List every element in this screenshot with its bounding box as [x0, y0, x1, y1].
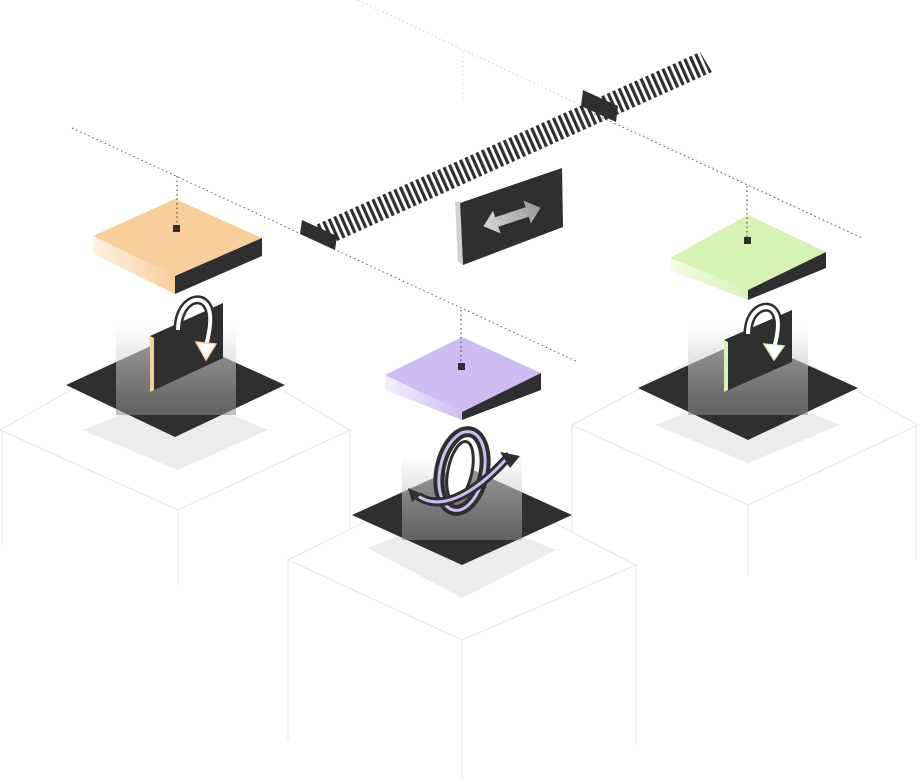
tile-purple-anchor: [458, 363, 465, 370]
tile-purple-side: [385, 375, 462, 420]
rotate-y-icon: [173, 295, 218, 362]
beam-end-block-left: [300, 220, 337, 250]
stack-left: [66, 176, 285, 470]
stack-center: [352, 310, 572, 598]
tile-purple-top: [385, 337, 541, 412]
tile-orange-anchor: [173, 225, 180, 232]
double-arrow-icon: [483, 200, 541, 234]
tile-green-side: [670, 258, 748, 300]
stack-right: [638, 186, 858, 463]
rotate-y-icon: [743, 302, 786, 362]
connector-panel: [455, 168, 563, 265]
tile-orange-top: [93, 199, 262, 276]
tile-green-anchor: [744, 237, 751, 244]
beam-end-block-right: [581, 90, 618, 122]
guide-lines: [71, 0, 863, 363]
connector-beam: [300, 52, 712, 250]
tile-green-top: [670, 215, 826, 290]
tile-orange-side: [93, 236, 175, 294]
rotate-3d-icon: [408, 426, 520, 516]
